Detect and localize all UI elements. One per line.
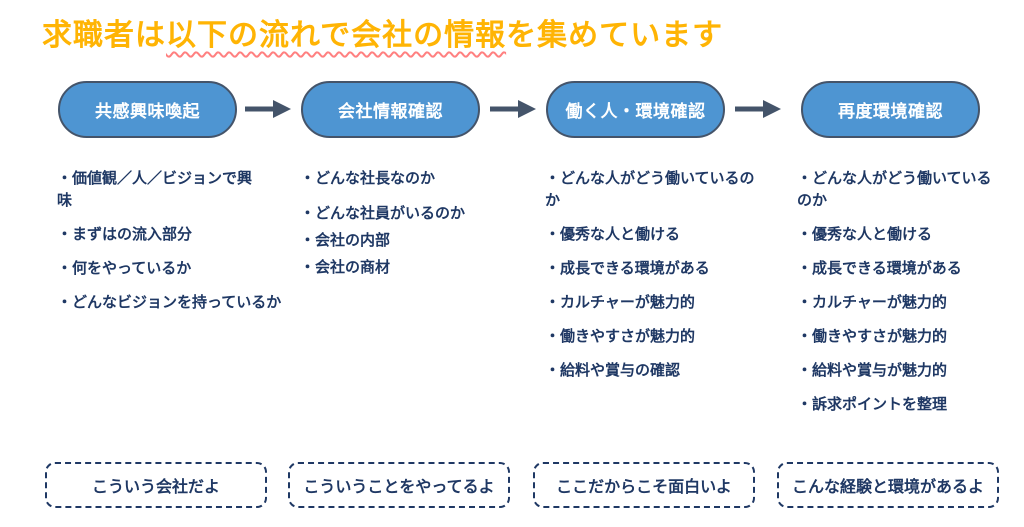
bullet-point: ・どんなビジョンを持っているか: [57, 294, 282, 311]
title-pre: 求職者は: [42, 19, 166, 52]
bullet-point: ・価値観／人／ビジョンで興 味: [57, 170, 253, 209]
summary-box-4-label: こんな経験と環境があるよ: [791, 479, 984, 496]
bullet-point: ・どんな人がどう働いている のか: [797, 170, 992, 209]
bullet-point: ・優秀な人と働ける: [797, 226, 933, 243]
bullet-point: ・どんな人がどう働いているの か: [545, 170, 755, 209]
summary-box-1-label: こういう会社だよ: [91, 479, 220, 496]
title-underlined-text: 以下の流れで会社の情報: [166, 19, 507, 52]
bullet-point: ・会社の内部: [300, 232, 391, 249]
summary-box-2: こういうことをやってるよ: [288, 462, 510, 508]
summary-box-4: こんな経験と環境があるよ: [777, 462, 999, 508]
stage-node-1-label: 共感興味喚起: [95, 102, 200, 121]
bullet-point: ・給料や賞与の確認: [545, 362, 681, 379]
bullet-point: ・どんな社長なのか: [300, 170, 436, 187]
summary-box-2-label: こういうことをやってるよ: [303, 479, 495, 496]
summary-box-3-label: ここだからこそ面白いよ: [556, 479, 732, 496]
bullet-point: ・まずはの流入部分: [57, 226, 193, 243]
bullet-point: ・何をやっているか: [57, 260, 192, 277]
bullet-point: ・働きやすさが魅力的: [545, 328, 696, 345]
bullet-point: ・働きやすさが魅力的: [797, 328, 948, 345]
flow-arrow-icon: [490, 100, 536, 118]
bullet-point: ・優秀な人と働ける: [545, 226, 681, 243]
bullet-point: ・会社の商材: [300, 259, 391, 276]
stage-2-points: ・どんな社長なのか ・どんな社員がいるのか ・会社の内部 ・会社の商材: [288, 168, 536, 279]
bullet-point: ・カルチャーが魅力的: [545, 294, 695, 311]
stage-node-2: 会社情報確認: [301, 81, 480, 138]
stage-column-2: 会社情報確認 ・どんな社長なのか ・どんな社員がいるのか ・会社の内部 ・会社の…: [288, 81, 510, 284]
stage-node-1: 共感興味喚起: [58, 81, 237, 138]
flow-arrow-icon: [735, 100, 781, 118]
summary-box-3: ここだからこそ面白いよ: [533, 462, 755, 508]
page-title: 求職者は以下の流れで会社の情報を集めています: [42, 10, 723, 54]
bullet-point: ・成長できる環境がある: [545, 260, 710, 277]
bullet-point: ・どんな社員がいるのか: [300, 205, 466, 222]
bullet-point: ・成長できる環境がある: [797, 260, 962, 277]
title-post: を集めています: [506, 19, 724, 52]
bullet-point: ・訴求ポイントを整理: [797, 396, 948, 413]
flow-arrow-icon: [245, 100, 291, 118]
bullet-point: ・給料や賞与が魅力的: [797, 362, 948, 379]
stage-3-points: ・どんな人がどう働いているの か ・優秀な人と働ける ・成長できる環境がある ・…: [533, 168, 781, 382]
stage-node-3: 働く人・環境確認: [546, 81, 725, 138]
bullet-point: ・カルチャーが魅力的: [797, 294, 947, 311]
stage-column-4: 再度環境確認 ・どんな人がどう働いている のか ・優秀な人と働ける ・成長できる…: [777, 81, 999, 428]
stage-node-4-label: 再度環境確認: [838, 102, 943, 121]
stage-column-1: 共感興味喚起 ・価値観／人／ビジョンで興 味 ・まずはの流入部分 ・何をやってい…: [45, 81, 281, 326]
stage-column-3: 働く人・環境確認 ・どんな人がどう働いているの か ・優秀な人と働ける ・成長で…: [533, 81, 755, 394]
stage-node-2-label: 会社情報確認: [338, 102, 443, 121]
summary-box-1: こういう会社だよ: [45, 462, 267, 508]
stage-1-points: ・価値観／人／ビジョンで興 味 ・まずはの流入部分 ・何をやっているか ・どんな…: [45, 168, 293, 314]
stage-4-points: ・どんな人がどう働いている のか ・優秀な人と働ける ・成長できる環境がある ・…: [777, 168, 1024, 416]
stage-node-4: 再度環境確認: [801, 81, 980, 138]
stage-node-3-label: 働く人・環境確認: [565, 102, 706, 121]
